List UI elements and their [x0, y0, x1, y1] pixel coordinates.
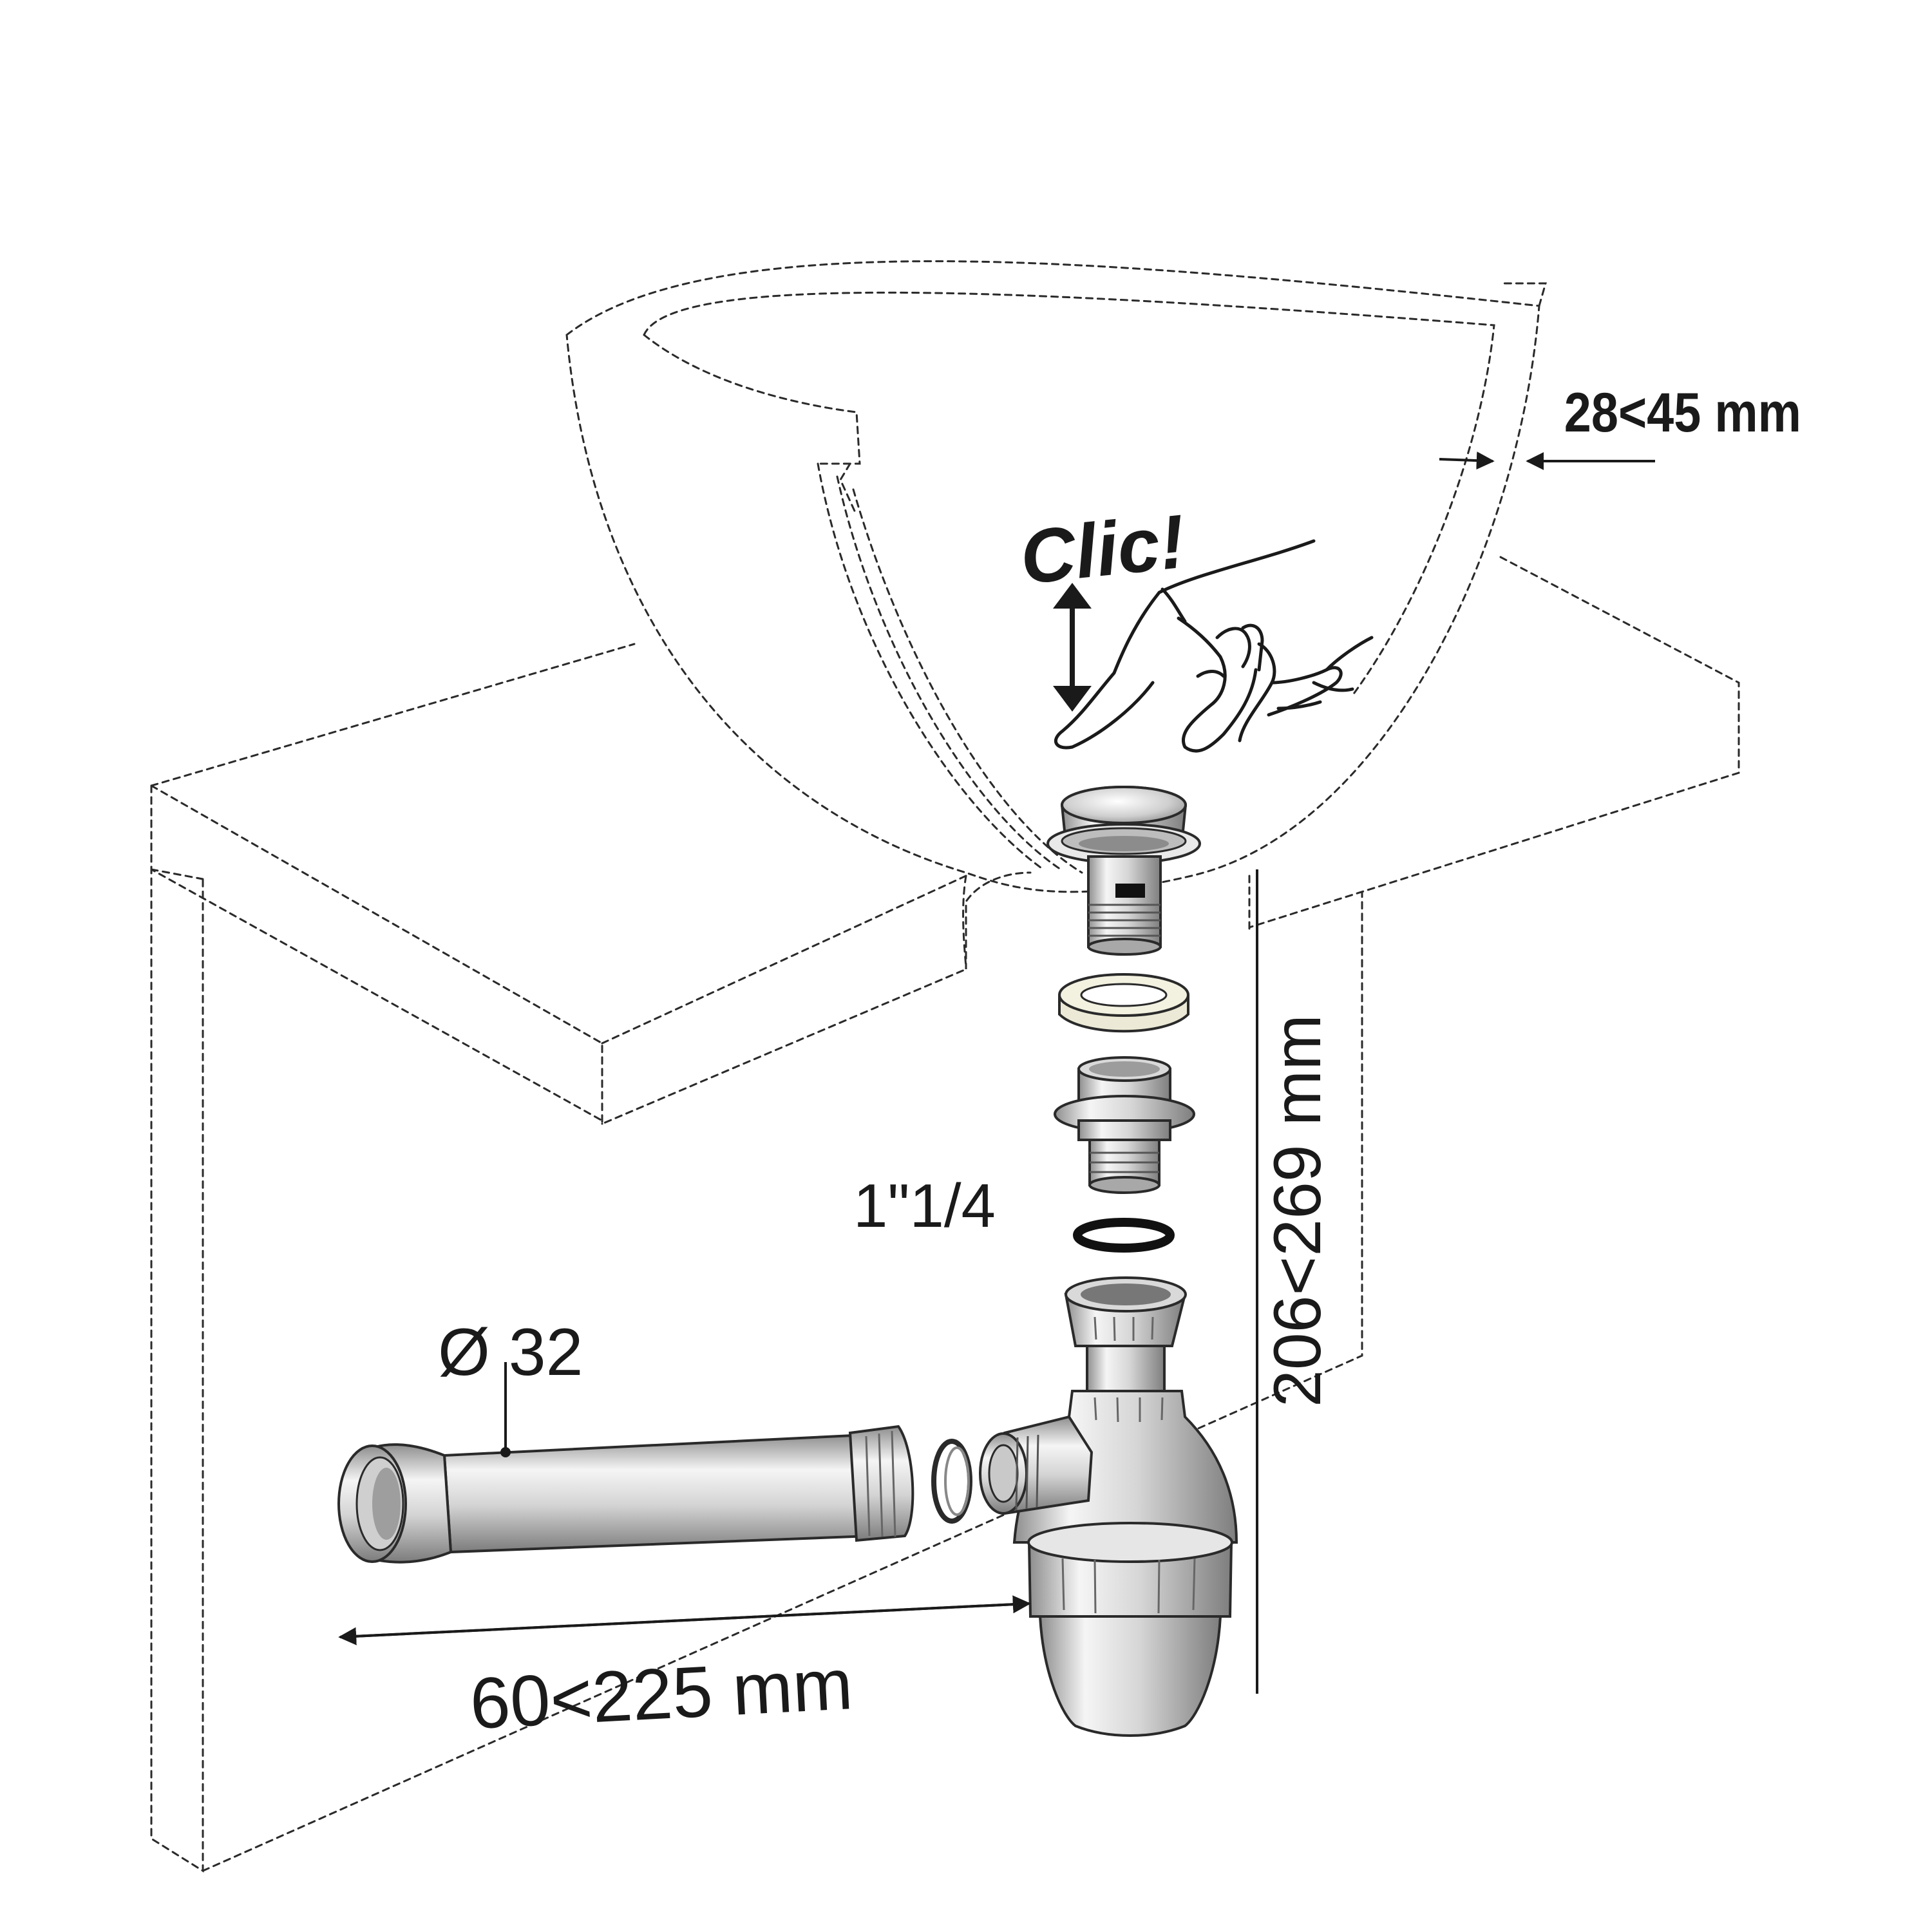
threaded-sleeve	[1054, 1056, 1195, 1194]
popup-drain-plug	[1046, 786, 1201, 956]
click-label: Clic!	[1016, 499, 1189, 601]
cream-washer	[1058, 973, 1189, 1033]
up-down-arrow-icon	[1053, 583, 1092, 712]
vanity-outline	[150, 556, 1740, 1873]
black-o-ring	[1073, 1218, 1175, 1253]
basin-outline	[565, 260, 1547, 893]
length-range-label: 60<225 mm	[468, 1643, 855, 1744]
thread-size-label: 1"1/4	[853, 1171, 996, 1240]
bottle-trap	[979, 1276, 1238, 1737]
height-range-label: 206<269 mm	[1260, 1014, 1335, 1407]
height-dimension: 206<269 mm	[1256, 869, 1335, 1694]
wall-thickness-dimension: 28<45 mm	[1439, 383, 1801, 470]
clic-annotation: Clic!	[1016, 499, 1374, 753]
wall-thickness-label: 28<45 mm	[1564, 383, 1801, 444]
outlet-pipe	[337, 1362, 914, 1564]
length-dimension: 60<225 mm	[338, 1595, 1031, 1744]
hand-pressing-icon	[1054, 539, 1374, 753]
pipe-diameter-label: Ø 32	[438, 1315, 583, 1390]
side-o-ring	[931, 1439, 972, 1524]
